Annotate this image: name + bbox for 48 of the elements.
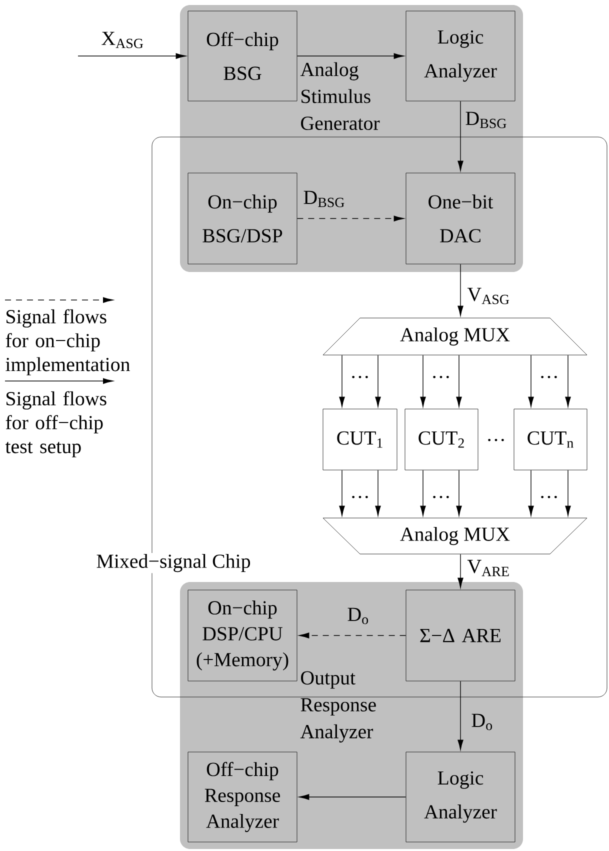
edge-label: X$_{ASG}$	[102, 32, 144, 48]
circuit-box: CUT$_{n}$	[514, 408, 588, 470]
ellipsis-label: …	[352, 376, 368, 378]
arrow	[375, 470, 381, 516]
arrow	[78, 53, 186, 59]
arrow	[565, 470, 571, 516]
circuit-box: CUT$_{2}$	[404, 408, 478, 470]
arrow	[528, 470, 534, 516]
arrow	[458, 100, 464, 172]
arrow	[339, 354, 345, 408]
arrow	[458, 554, 464, 588]
circuit-box: CUT$_{1}$	[322, 408, 398, 470]
edge-label: V$_{ARE}$	[467, 560, 509, 576]
block-box: Off−chip BSG	[188, 10, 298, 102]
block-box: On−chip DSP/CPU (+Memory)	[188, 590, 298, 682]
block-box: Logic Analyzer	[406, 10, 516, 102]
block-box: Σ−Δ ARE	[406, 590, 516, 682]
ellipsis-label: …	[433, 376, 449, 378]
block-box: On−chip BSG/DSP	[188, 172, 298, 264]
ellipsis-label: …	[433, 496, 449, 498]
arrow	[296, 53, 404, 59]
arrow	[456, 470, 462, 516]
arrow	[456, 354, 462, 408]
arrow	[298, 794, 406, 800]
edge-label: D$_{BSG}$	[304, 190, 344, 208]
arrow	[458, 264, 464, 316]
arrow	[420, 354, 426, 408]
arrow	[296, 216, 404, 222]
arrow	[298, 632, 406, 638]
mux-trapezoid: Analog MUX	[322, 318, 588, 356]
arrow	[420, 470, 426, 516]
ellipsis-label: …	[541, 496, 557, 498]
mux-trapezoid: Analog MUX	[322, 518, 588, 554]
arrow	[339, 470, 345, 516]
edge-label: V$_{ASG}$	[467, 288, 510, 304]
ellipsis-label: …	[541, 376, 557, 378]
block-box: One−bit DAC	[406, 172, 516, 264]
arrow	[528, 354, 534, 408]
edge-label: D$_{o}$	[348, 608, 368, 624]
edge-label: D$_{BSG}$	[466, 112, 506, 128]
ellipsis-label: …	[352, 496, 368, 498]
arrow	[458, 680, 464, 750]
edge-label: D$_{o}$	[472, 714, 492, 730]
arrow	[565, 354, 571, 408]
arrow	[375, 354, 381, 408]
block-box: Off−chip Response Analyzer	[188, 752, 298, 842]
block-box: Logic Analyzer	[406, 752, 516, 842]
ellipsis-label: …	[488, 438, 504, 442]
